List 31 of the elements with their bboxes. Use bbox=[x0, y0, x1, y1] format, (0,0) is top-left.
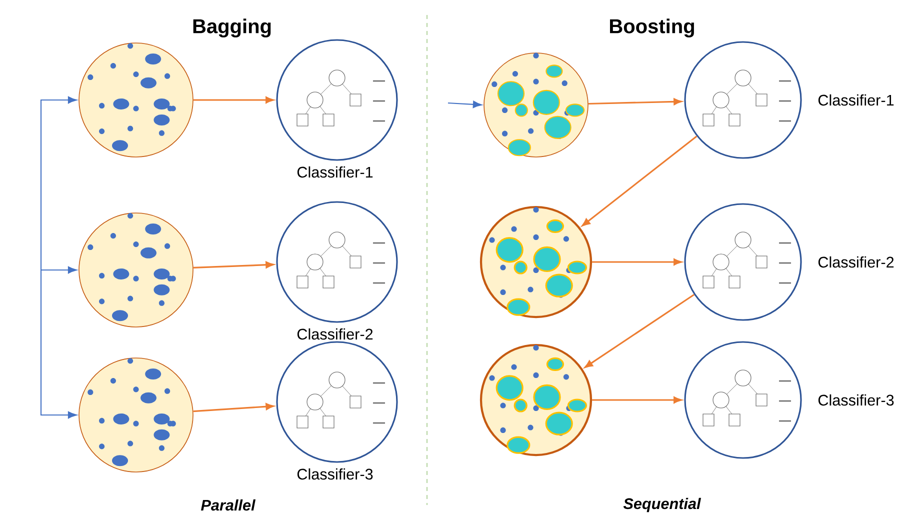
data-circle bbox=[78, 358, 194, 472]
classifier-label: Classifier-3 bbox=[297, 468, 373, 480]
classifier-label: Classifier-1 bbox=[297, 166, 373, 178]
data-circle bbox=[78, 42, 194, 158]
arrow bbox=[448, 100, 482, 108]
data-circle bbox=[78, 212, 194, 328]
classifier-circle bbox=[276, 201, 398, 323]
arrow bbox=[588, 98, 682, 106]
classifier-label: Classifier-1 bbox=[818, 94, 894, 106]
classifier-circle bbox=[684, 341, 802, 459]
heading: Bagging bbox=[193, 18, 271, 38]
classifier-circle bbox=[276, 341, 398, 463]
classifier-circle bbox=[684, 41, 802, 159]
arrow bbox=[193, 261, 274, 269]
arrow bbox=[582, 136, 698, 226]
heading: Boosting bbox=[610, 18, 694, 38]
arrow bbox=[40, 96, 77, 270]
arrow bbox=[592, 396, 682, 404]
caption-text: Sequential bbox=[623, 498, 702, 512]
classifier-circle bbox=[684, 203, 802, 321]
classifier-label: Classifier-2 bbox=[297, 328, 373, 340]
classifier-circle bbox=[276, 39, 398, 161]
arrow bbox=[41, 266, 77, 274]
arrow bbox=[193, 403, 274, 412]
classifier-label: Classifier-3 bbox=[818, 394, 894, 406]
arrow bbox=[584, 294, 695, 368]
arrow bbox=[592, 258, 682, 266]
classifier-label: Classifier-2 bbox=[818, 256, 894, 268]
caption-text: Parallel bbox=[201, 499, 256, 511]
arrow bbox=[40, 270, 77, 419]
arrow bbox=[193, 96, 274, 104]
